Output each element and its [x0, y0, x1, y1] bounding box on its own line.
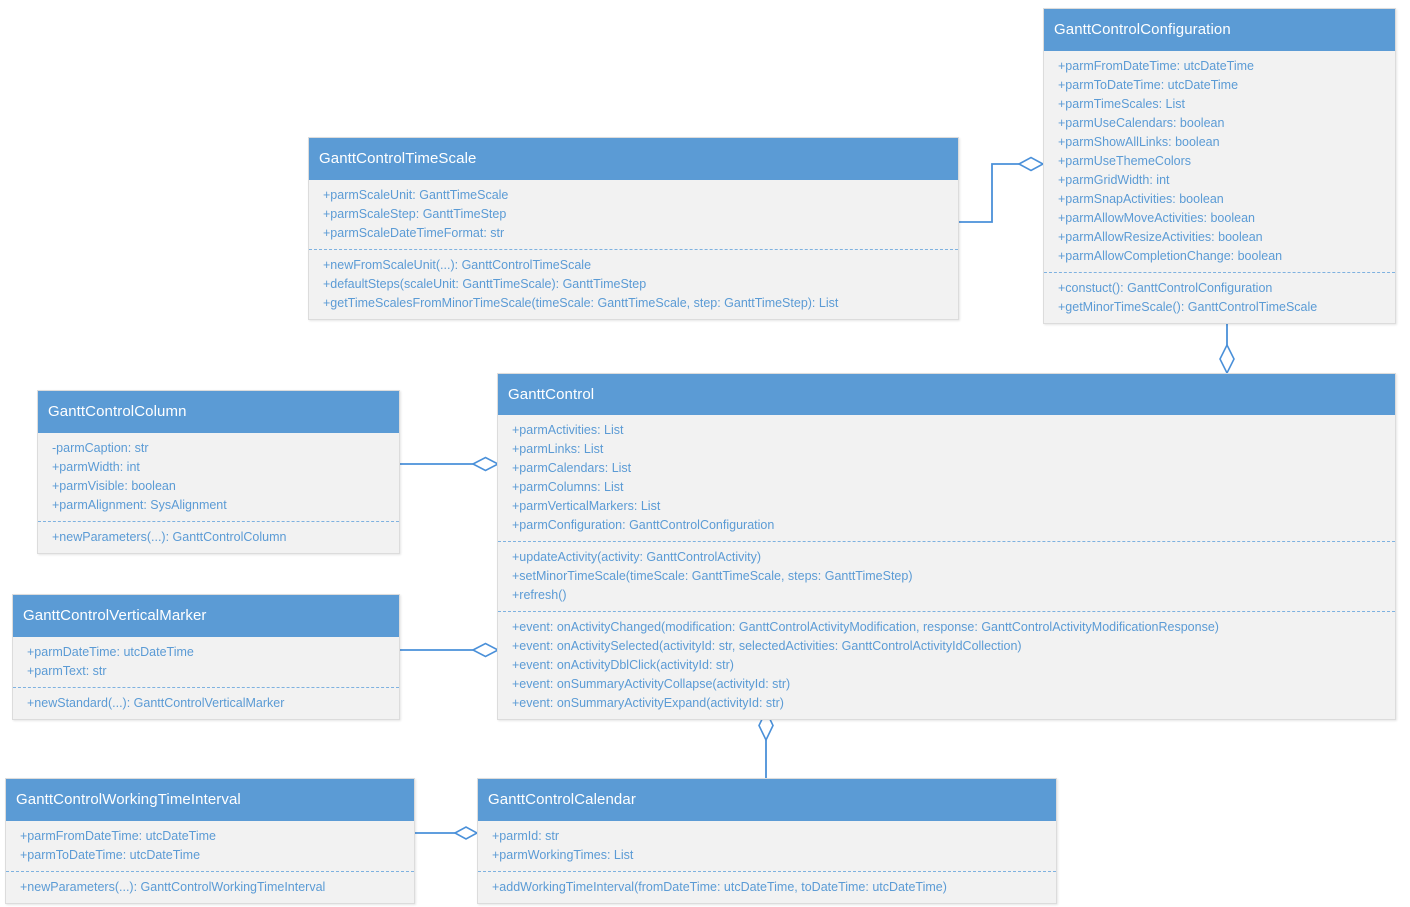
- aggregation-diamond: [1017, 156, 1045, 172]
- attribute-row: +parmLinks: List: [512, 442, 604, 456]
- attribute-row: +parmColumns: List: [512, 480, 624, 494]
- attributes-compartment: +parmId: str +parmWorkingTimes: List: [478, 821, 1056, 871]
- class-box-ganttcontrol[interactable]: GanttControl +parmActivities: List +parm…: [497, 373, 1396, 720]
- attribute-row: +parmVerticalMarkers: List: [512, 499, 661, 513]
- attribute-row: +parmAllowCompletionChange: boolean: [1058, 249, 1283, 263]
- class-box-ganttcontrolcalendar[interactable]: GanttControlCalendar +parmId: str +parmW…: [477, 778, 1057, 904]
- attribute-row: +parmAlignment: SysAlignment: [52, 498, 227, 512]
- attribute-row: +parmDateTime: utcDateTime: [27, 645, 194, 659]
- connector-calendar-to-ganttcontrol: [758, 709, 774, 778]
- class-title: GanttControlColumn: [38, 391, 399, 433]
- connector-column-to-ganttcontrol: [400, 456, 500, 472]
- class-box-ganttcontroltimescale[interactable]: GanttControlTimeScale +parmScaleUnit: Ga…: [308, 137, 959, 320]
- methods-compartment: +newParameters(...): GanttControlWorking…: [6, 871, 414, 903]
- class-title: GanttControlVerticalMarker: [13, 595, 399, 637]
- attributes-compartment: +parmFromDateTime: utcDateTime +parmToDa…: [6, 821, 414, 871]
- class-box-ganttcontrolcolumn[interactable]: GanttControlColumn -parmCaption: str +pa…: [37, 390, 400, 554]
- attributes-compartment: +parmActivities: List +parmLinks: List +…: [498, 415, 1395, 541]
- attribute-row: +parmAllowMoveActivities: boolean: [1058, 211, 1255, 225]
- aggregation-diamond: [471, 456, 500, 472]
- attribute-row: +parmUseCalendars: boolean: [1058, 116, 1225, 130]
- class-title: GanttControl: [498, 374, 1395, 415]
- method-row: +getTimeScalesFromMinorTimeScale(timeSca…: [323, 296, 839, 310]
- attribute-row: +parmFromDateTime: utcDateTime: [20, 829, 216, 843]
- method-row: +constuct(): GanttControlConfiguration: [1058, 281, 1273, 295]
- methods-compartment: +newParameters(...): GanttControlColumn: [38, 521, 399, 553]
- events-compartment: +event: onActivityChanged(modification: …: [498, 611, 1395, 719]
- methods-compartment: +newStandard(...): GanttControlVerticalM…: [13, 687, 399, 719]
- method-row: +addWorkingTimeInterval(fromDateTime: ut…: [492, 880, 947, 894]
- methods-compartment: +updateActivity(activity: GanttControlAc…: [498, 541, 1395, 611]
- attribute-row: +parmActivities: List: [512, 423, 624, 437]
- attribute-row: +parmCalendars: List: [512, 461, 632, 475]
- attribute-row: +parmScaleUnit: GanttTimeScale: [323, 188, 509, 202]
- event-row: +event: onActivityDblClick(activityId: s…: [512, 658, 734, 672]
- attribute-row: +parmVisible: boolean: [52, 479, 176, 493]
- attribute-row: +parmFromDateTime: utcDateTime: [1058, 59, 1254, 73]
- aggregation-diamond: [453, 826, 479, 840]
- attribute-row: +parmText: str: [27, 664, 107, 678]
- connector-workingtime-to-calendar: [415, 826, 479, 840]
- methods-compartment: +constuct(): GanttControlConfiguration +…: [1044, 272, 1395, 323]
- method-row: +setMinorTimeScale(timeScale: GanttTimeS…: [512, 569, 913, 583]
- attribute-row: +parmSnapActivities: boolean: [1058, 192, 1224, 206]
- method-row: +newParameters(...): GanttControlColumn: [52, 530, 287, 544]
- attribute-row: +parmWorkingTimes: List: [492, 848, 634, 862]
- connector-verticalmarker-to-ganttcontrol: [400, 642, 500, 658]
- attribute-row: +parmShowAllLinks: boolean: [1058, 135, 1220, 149]
- class-box-ganttcontrolverticalmarker[interactable]: GanttControlVerticalMarker +parmDateTime…: [12, 594, 400, 720]
- attribute-row: +parmAllowResizeActivities: boolean: [1058, 230, 1263, 244]
- class-title: GanttControlCalendar: [478, 779, 1056, 821]
- aggregation-diamond: [471, 642, 500, 658]
- event-row: +event: onSummaryActivityExpand(activity…: [512, 696, 784, 710]
- attribute-row: +parmTimeScales: List: [1058, 97, 1186, 111]
- connector-timescale-to-configuration: [959, 156, 1045, 223]
- class-box-ganttcontrolworkingtimeinterval[interactable]: GanttControlWorkingTimeInterval +parmFro…: [5, 778, 415, 904]
- aggregation-diamond: [1219, 343, 1235, 375]
- attribute-row: +parmUseThemeColors: [1058, 154, 1192, 168]
- event-row: +event: onActivityChanged(modification: …: [512, 620, 1219, 634]
- attribute-row: +parmScaleDateTimeFormat: str: [323, 226, 505, 240]
- attributes-compartment: +parmFromDateTime: utcDateTime +parmToDa…: [1044, 51, 1395, 272]
- attribute-row: -parmCaption: str: [52, 441, 149, 455]
- attributes-compartment: +parmDateTime: utcDateTime +parmText: st…: [13, 637, 399, 687]
- attribute-row: +parmConfiguration: GanttControlConfigur…: [512, 518, 775, 532]
- attribute-row: +parmGridWidth: int: [1058, 173, 1170, 187]
- method-row: +newFromScaleUnit(...): GanttControlTime…: [323, 258, 592, 272]
- class-title: GanttControlConfiguration: [1044, 9, 1395, 51]
- method-row: +defaultSteps(scaleUnit: GanttTimeScale)…: [323, 277, 647, 291]
- method-row: +newParameters(...): GanttControlWorking…: [20, 880, 326, 894]
- event-row: +event: onActivitySelected(activityId: s…: [512, 639, 1022, 653]
- connector-configuration-to-ganttcontrol: [1219, 322, 1235, 375]
- class-title: GanttControlTimeScale: [309, 138, 958, 180]
- event-row: +event: onSummaryActivityCollapse(activi…: [512, 677, 791, 691]
- class-box-ganttcontrolconfiguration[interactable]: GanttControlConfiguration +parmFromDateT…: [1043, 8, 1396, 324]
- methods-compartment: +addWorkingTimeInterval(fromDateTime: ut…: [478, 871, 1056, 903]
- attributes-compartment: +parmScaleUnit: GanttTimeScale +parmScal…: [309, 180, 958, 249]
- class-title: GanttControlWorkingTimeInterval: [6, 779, 414, 821]
- attribute-row: +parmId: str: [492, 829, 560, 843]
- attribute-row: +parmWidth: int: [52, 460, 140, 474]
- method-row: +newStandard(...): GanttControlVerticalM…: [27, 696, 285, 710]
- attribute-row: +parmToDateTime: utcDateTime: [20, 848, 201, 862]
- attribute-row: +parmToDateTime: utcDateTime: [1058, 78, 1239, 92]
- methods-compartment: +newFromScaleUnit(...): GanttControlTime…: [309, 249, 958, 319]
- method-row: +getMinorTimeScale(): GanttControlTimeSc…: [1058, 300, 1318, 314]
- method-row: +refresh(): [512, 588, 567, 602]
- method-row: +updateActivity(activity: GanttControlAc…: [512, 550, 762, 564]
- attribute-row: +parmScaleStep: GanttTimeStep: [323, 207, 507, 221]
- attributes-compartment: -parmCaption: str +parmWidth: int +parmV…: [38, 433, 399, 521]
